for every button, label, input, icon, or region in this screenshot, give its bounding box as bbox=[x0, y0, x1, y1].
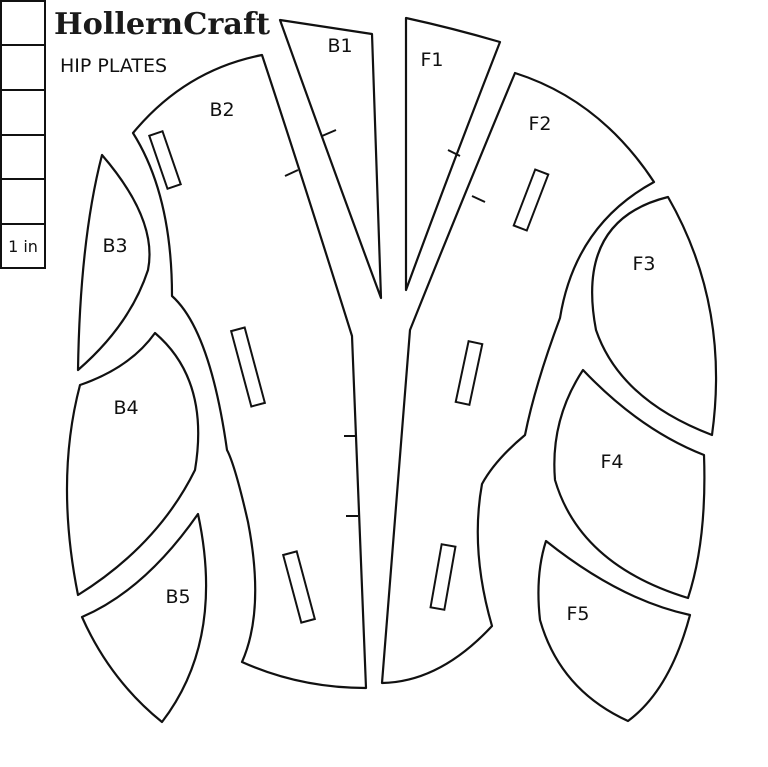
piece-f3-label: F3 bbox=[632, 253, 655, 275]
piece-f2-label: F2 bbox=[528, 113, 551, 135]
scale-grid-cell bbox=[0, 178, 46, 225]
scale-grid-cell bbox=[0, 134, 46, 180]
piece-f2-strap-slot bbox=[512, 168, 550, 232]
piece-b2: B2 bbox=[131, 53, 368, 690]
piece-b3-outline bbox=[76, 153, 151, 372]
piece-b5-label: B5 bbox=[165, 586, 190, 608]
scale-grid-cell bbox=[0, 44, 46, 91]
scale-grid: 1 in bbox=[0, 0, 46, 269]
piece-f2-strap-slot bbox=[429, 543, 457, 611]
piece-f4: F4 bbox=[553, 368, 706, 600]
piece-b3-label: B3 bbox=[102, 235, 127, 257]
scale-label: 1 in bbox=[8, 237, 38, 256]
piece-b2-notch bbox=[284, 169, 299, 177]
piece-b1-label: B1 bbox=[327, 35, 352, 57]
piece-b4-label: B4 bbox=[113, 397, 138, 419]
piece-f4-label: F4 bbox=[600, 451, 623, 473]
scale-grid-cell-1in bbox=[0, 223, 46, 269]
pattern-title: HIP PLATES bbox=[60, 55, 167, 77]
piece-f1: F1 bbox=[404, 16, 502, 292]
piece-f2-notch bbox=[471, 195, 486, 203]
piece-f4-outline bbox=[553, 368, 706, 600]
piece-f1-notch bbox=[447, 149, 461, 157]
piece-b2-strap-slot bbox=[281, 550, 317, 624]
piece-f5: F5 bbox=[537, 539, 692, 723]
piece-b5-outline bbox=[80, 512, 208, 724]
piece-f3: F3 bbox=[591, 195, 718, 437]
piece-f2: F2 bbox=[380, 71, 656, 685]
piece-b2-strap-slot bbox=[229, 326, 267, 408]
piece-f2-strap-slot bbox=[454, 340, 484, 406]
piece-b2-label: B2 bbox=[209, 99, 234, 121]
piece-b4-outline bbox=[65, 331, 200, 597]
piece-b1-outline bbox=[278, 18, 383, 300]
piece-f1-outline bbox=[404, 16, 502, 292]
piece-b5: B5 bbox=[80, 512, 208, 724]
piece-f1-label: F1 bbox=[420, 49, 443, 71]
piece-f3-outline bbox=[591, 195, 718, 437]
scale-grid-cell bbox=[0, 0, 46, 46]
piece-b1: B1 bbox=[278, 18, 383, 300]
piece-b1-notch bbox=[321, 129, 337, 137]
scale-grid-cell bbox=[0, 89, 46, 136]
piece-b3: B3 bbox=[76, 153, 151, 372]
brand-logo: HollernCraft bbox=[54, 7, 270, 42]
piece-f5-label: F5 bbox=[566, 603, 589, 625]
piece-b4: B4 bbox=[65, 331, 200, 597]
piece-f5-outline bbox=[537, 539, 692, 723]
piece-f2-outline bbox=[380, 71, 656, 685]
piece-b2-strap-slot bbox=[147, 129, 183, 191]
